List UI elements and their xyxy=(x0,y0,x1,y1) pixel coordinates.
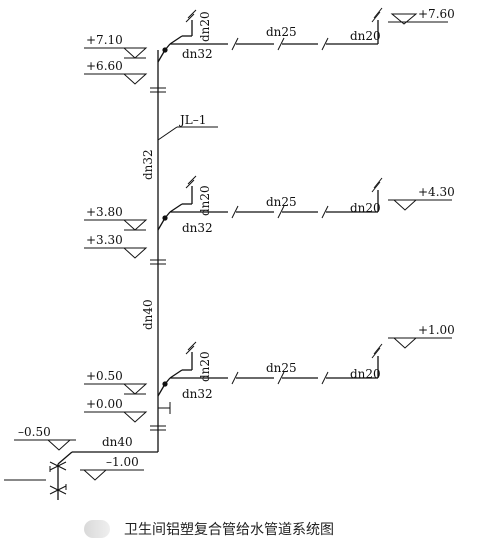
bottom-mid-size: dn25 xyxy=(266,361,297,375)
riser-label: JL–1 xyxy=(178,113,206,127)
caption-text: 卫生间铝塑复合管给水管道系统图 xyxy=(124,522,334,538)
elevation-mark-middle-upper xyxy=(84,219,148,231)
inlet-pipe xyxy=(49,451,158,500)
riser-label-leader xyxy=(157,126,178,141)
inlet-pipe-level: –1.00 xyxy=(106,455,139,469)
elevation-mark-middle-branch xyxy=(388,199,452,211)
middle-floor-level: +3.30 xyxy=(86,233,123,247)
top-upper-level: +7.10 xyxy=(86,33,123,47)
elevation-mark-top-floor xyxy=(84,73,148,85)
riser-ticks xyxy=(150,87,166,431)
middle-mid-size: dn25 xyxy=(266,195,297,209)
bottom-branch-level: +1.00 xyxy=(418,323,455,337)
figure-caption: 卫生间铝塑复合管给水管道系统图 xyxy=(0,516,502,542)
lower-riser-size: dn40 xyxy=(141,299,155,330)
caption-badge xyxy=(84,520,110,538)
elevation-mark-bottom-upper xyxy=(84,383,148,395)
middle-end-size: dn20 xyxy=(350,201,381,215)
inlet-size: dn40 xyxy=(102,435,133,449)
elevation-mark-top-upper xyxy=(84,47,148,59)
bottom-riser-branch-size: dn20 xyxy=(198,351,212,382)
bottom-end-size: dn20 xyxy=(350,367,381,381)
upper-riser-size: dn32 xyxy=(141,149,155,180)
top-riser-branch-size: dn20 xyxy=(198,11,212,42)
bottom-branch-size: dn32 xyxy=(182,387,213,401)
middle-riser-branch-size: dn20 xyxy=(198,185,212,216)
ground-level: –0.50 xyxy=(18,425,51,439)
elevation-mark-top-branch xyxy=(388,13,448,25)
top-branch-size: dn32 xyxy=(182,47,213,61)
bottom-upper-level: +0.50 xyxy=(86,369,123,383)
middle-branch-level: +4.30 xyxy=(418,185,455,199)
middle-branch-size: dn32 xyxy=(182,221,213,235)
bottom-floor-level: +0.00 xyxy=(86,397,123,411)
floor-branch-middle xyxy=(157,175,383,231)
elevation-mark-inlet xyxy=(4,469,144,481)
elevation-mark-ground xyxy=(14,439,76,451)
top-branch-level: +7.60 xyxy=(418,7,455,21)
elevation-mark-bottom-floor xyxy=(84,411,148,423)
floor-branch-bottom xyxy=(157,341,383,397)
top-end-size: dn20 xyxy=(350,29,381,43)
floor-branch-top xyxy=(157,7,383,63)
elevation-mark-middle-floor xyxy=(84,247,148,259)
top-floor-level: +6.60 xyxy=(86,59,123,73)
middle-upper-level: +3.80 xyxy=(86,205,123,219)
elevation-mark-bottom-branch xyxy=(388,337,452,349)
top-mid-size: dn25 xyxy=(266,25,297,39)
